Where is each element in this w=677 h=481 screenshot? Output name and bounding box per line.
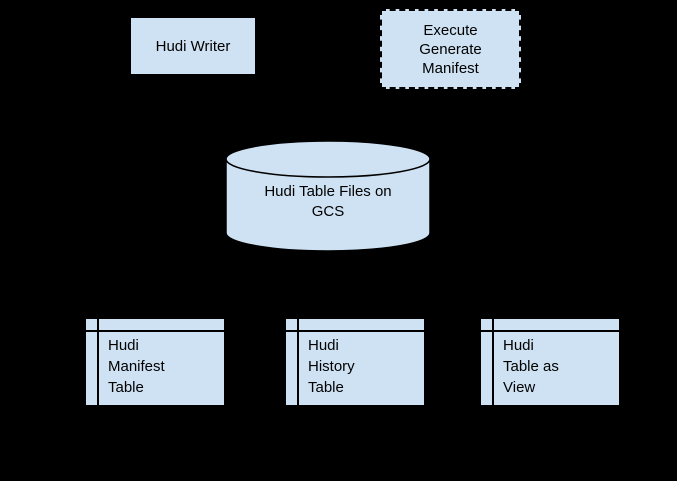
label-line: Generate xyxy=(419,40,482,58)
label-line: Execute xyxy=(423,21,478,39)
table-column-divider xyxy=(97,319,99,405)
label-line: Table as xyxy=(503,358,559,375)
label-line: Table xyxy=(308,379,344,396)
label-line: GCS xyxy=(311,203,345,220)
table-header-divider xyxy=(481,330,619,332)
cylinder-shape xyxy=(225,140,431,252)
node-hudi-history-table: Hudi History Table xyxy=(285,318,425,406)
label-line: Hudi xyxy=(108,337,139,354)
label-line: Hudi Writer xyxy=(155,37,231,55)
table-header-divider xyxy=(286,330,424,332)
label-line: Hudi xyxy=(503,337,534,354)
label-line: History xyxy=(308,358,355,375)
label-line: Table xyxy=(108,379,144,396)
node-hudi-table-files-on-gcs-label: Hudi Table Files on GCS xyxy=(225,182,431,222)
table-column-divider xyxy=(297,319,299,405)
node-execute-generate-manifest: Execute Generate Manifest xyxy=(380,9,521,89)
node-hudi-manifest-table: Hudi Manifest Table xyxy=(85,318,225,406)
cylinder-top-ellipse xyxy=(225,140,431,178)
node-hudi-table-as-view: Hudi Table as View xyxy=(480,318,620,406)
node-hudi-manifest-table-label: Hudi Manifest Table xyxy=(108,335,165,398)
node-hudi-table-as-view-label: Hudi Table as View xyxy=(503,335,559,398)
node-execute-generate-manifest-label: Execute Generate Manifest xyxy=(419,21,482,78)
node-hudi-table-files-on-gcs: Hudi Table Files on GCS xyxy=(225,140,431,252)
label-line: Hudi xyxy=(308,337,339,354)
table-column-divider xyxy=(492,319,494,405)
node-hudi-history-table-label: Hudi History Table xyxy=(308,335,355,398)
node-hudi-writer-label: Hudi Writer xyxy=(156,37,231,56)
label-line: Hudi Table Files on xyxy=(264,183,392,200)
table-header-divider xyxy=(86,330,224,332)
label-line: Manifest xyxy=(108,358,165,375)
node-hudi-writer: Hudi Writer xyxy=(130,17,256,75)
label-line: View xyxy=(503,379,536,396)
label-line: Manifest xyxy=(422,59,479,77)
